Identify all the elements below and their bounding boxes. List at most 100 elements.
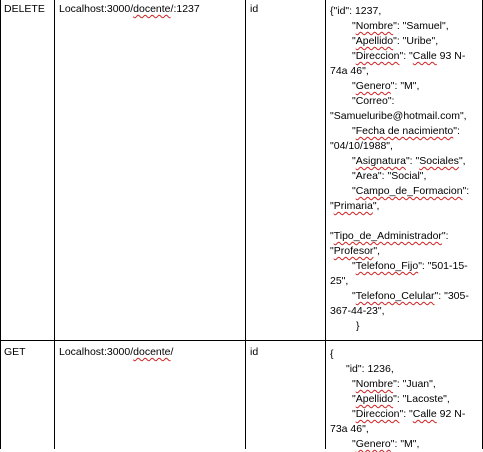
json-text: "Correo": bbox=[352, 95, 395, 107]
json-text: " bbox=[330, 245, 334, 257]
json-line: 25", bbox=[330, 274, 348, 289]
json-key-text: Fecha de nacimiento bbox=[355, 125, 454, 137]
json-text: 367-44-23", bbox=[330, 305, 385, 317]
column-divider bbox=[245, 0, 246, 449]
json-text: " bbox=[330, 200, 334, 212]
json-key-text: Genero bbox=[355, 80, 391, 92]
json-key-text: Calle bbox=[412, 408, 437, 420]
json-text: ": " bbox=[405, 155, 420, 167]
json-key-text: Direccion bbox=[355, 408, 400, 420]
column-divider bbox=[325, 0, 326, 449]
json-line: "Fecha de nacimiento": bbox=[330, 124, 460, 139]
json-text: " bbox=[352, 185, 356, 197]
json-key-text: Primaria bbox=[333, 200, 373, 212]
json-line: "Primaria", bbox=[330, 199, 379, 214]
json-text: {"id": 1237, bbox=[330, 5, 382, 17]
json-line: "Apellido": "Lacoste", bbox=[330, 392, 450, 407]
json-text: ": bbox=[453, 125, 460, 137]
json-line: "Samueluribe@hotmail.com", bbox=[330, 109, 467, 124]
json-line: "id": 1236, bbox=[330, 362, 394, 377]
json-line: "Nombre": "Samuel", bbox=[330, 19, 449, 34]
json-text: ": "305- bbox=[434, 290, 469, 302]
json-line: "Apellido": "Uribe", bbox=[330, 34, 438, 49]
url-resource: docente bbox=[133, 3, 171, 15]
row-divider bbox=[0, 340, 483, 341]
url-resource: docente bbox=[133, 346, 171, 358]
json-line: "Direccion": "Calle 93 N- bbox=[330, 49, 465, 64]
json-line: { bbox=[330, 347, 334, 362]
json-text: " bbox=[352, 125, 356, 137]
json-line: "Direccion": "Calle 92 N- bbox=[330, 407, 465, 422]
json-text: " bbox=[352, 35, 356, 47]
json-key-text: Apellido bbox=[355, 393, 394, 405]
json-line: "Telefono_Fijo": "501-15- bbox=[330, 259, 468, 274]
json-text: 25", bbox=[330, 275, 349, 287]
json-text: ": "Juan", bbox=[393, 378, 436, 390]
json-key-text: Nombre bbox=[355, 20, 394, 32]
column-divider bbox=[54, 0, 55, 449]
json-text: ": "501-15- bbox=[418, 260, 468, 272]
json-text: " bbox=[352, 50, 356, 62]
json-key-text: Campo_de_Formacion bbox=[355, 185, 463, 197]
json-text: " bbox=[352, 393, 356, 405]
json-key-text: Telefono_Celular bbox=[355, 290, 435, 302]
json-line: "Correo": bbox=[330, 94, 394, 109]
url-base: Localhost:3000/ bbox=[59, 346, 134, 358]
json-text: "Samueluribe@hotmail.com", bbox=[330, 110, 467, 122]
json-line: 367-44-23", bbox=[330, 304, 385, 319]
json-key-text: Apellido bbox=[355, 35, 394, 47]
json-text: " bbox=[330, 230, 334, 242]
json-text: " bbox=[352, 378, 356, 390]
method-cell: GET bbox=[4, 346, 26, 358]
json-key-text: Sociales bbox=[419, 155, 459, 167]
json-text: 73a 46", bbox=[330, 423, 369, 435]
json-line: "Nombre": "Juan", bbox=[330, 377, 436, 392]
json-text: 93 N- bbox=[436, 50, 466, 62]
json-line: "Genero": "M", bbox=[330, 437, 419, 452]
json-text: ": "Uribe", bbox=[393, 35, 439, 47]
json-key-text: Genero bbox=[355, 438, 391, 450]
param-cell: id bbox=[250, 346, 259, 358]
url-tail: /:1237 bbox=[170, 3, 200, 15]
json-text: "id": 1236, bbox=[346, 363, 394, 375]
json-key-text: Tipo_de_Administrador bbox=[333, 230, 442, 242]
url-tail: / bbox=[170, 346, 174, 358]
json-line: 73a 46", bbox=[330, 422, 369, 437]
json-text: " bbox=[352, 155, 356, 167]
json-text: ": " bbox=[399, 50, 413, 62]
json-key-text: Telefono_Fijo bbox=[355, 260, 419, 272]
json-text: ": bbox=[441, 230, 449, 242]
json-line: "Telefono_Celular": "305- bbox=[330, 289, 469, 304]
json-text: " bbox=[352, 20, 356, 32]
json-line: "04/10/1988", bbox=[330, 139, 393, 154]
url-base: Localhost:3000/ bbox=[59, 3, 134, 15]
json-text: ": "Samuel", bbox=[393, 20, 449, 32]
json-line: } bbox=[330, 319, 360, 334]
json-text: ", bbox=[373, 245, 381, 257]
param-cell: id bbox=[250, 3, 259, 15]
json-key-text: Asignatura bbox=[355, 155, 406, 167]
json-text: " bbox=[352, 438, 356, 450]
json-line: 74a 46", bbox=[330, 64, 369, 79]
json-text: ": "M", bbox=[390, 438, 420, 450]
json-text: ": "M", bbox=[390, 80, 420, 92]
json-line: "Campo_de_Formacion": bbox=[330, 184, 469, 199]
json-text: "Area": "Social", bbox=[352, 170, 427, 182]
json-line: "Asignatura": "Sociales", bbox=[330, 154, 466, 169]
json-text: ": "Lacoste", bbox=[393, 393, 450, 405]
json-text: ": " bbox=[399, 408, 413, 420]
method-cell: DELETE bbox=[4, 3, 45, 15]
json-line: {"id": 1237, bbox=[330, 4, 381, 19]
json-text: { bbox=[330, 348, 334, 360]
json-line: "Tipo_de_Administrador": bbox=[330, 229, 449, 244]
json-key-text: Calle bbox=[412, 50, 437, 62]
url-cell: Localhost:3000/docente/ bbox=[59, 345, 173, 360]
json-key-text: Direccion bbox=[355, 50, 400, 62]
json-text: " bbox=[352, 290, 356, 302]
json-text: ", bbox=[372, 200, 380, 212]
json-line: "Area": "Social", bbox=[330, 169, 426, 184]
json-text: "04/10/1988", bbox=[330, 140, 393, 152]
json-line: "Genero": "M", bbox=[330, 79, 419, 94]
json-text: 92 N- bbox=[436, 408, 466, 420]
json-text: } bbox=[356, 320, 360, 332]
